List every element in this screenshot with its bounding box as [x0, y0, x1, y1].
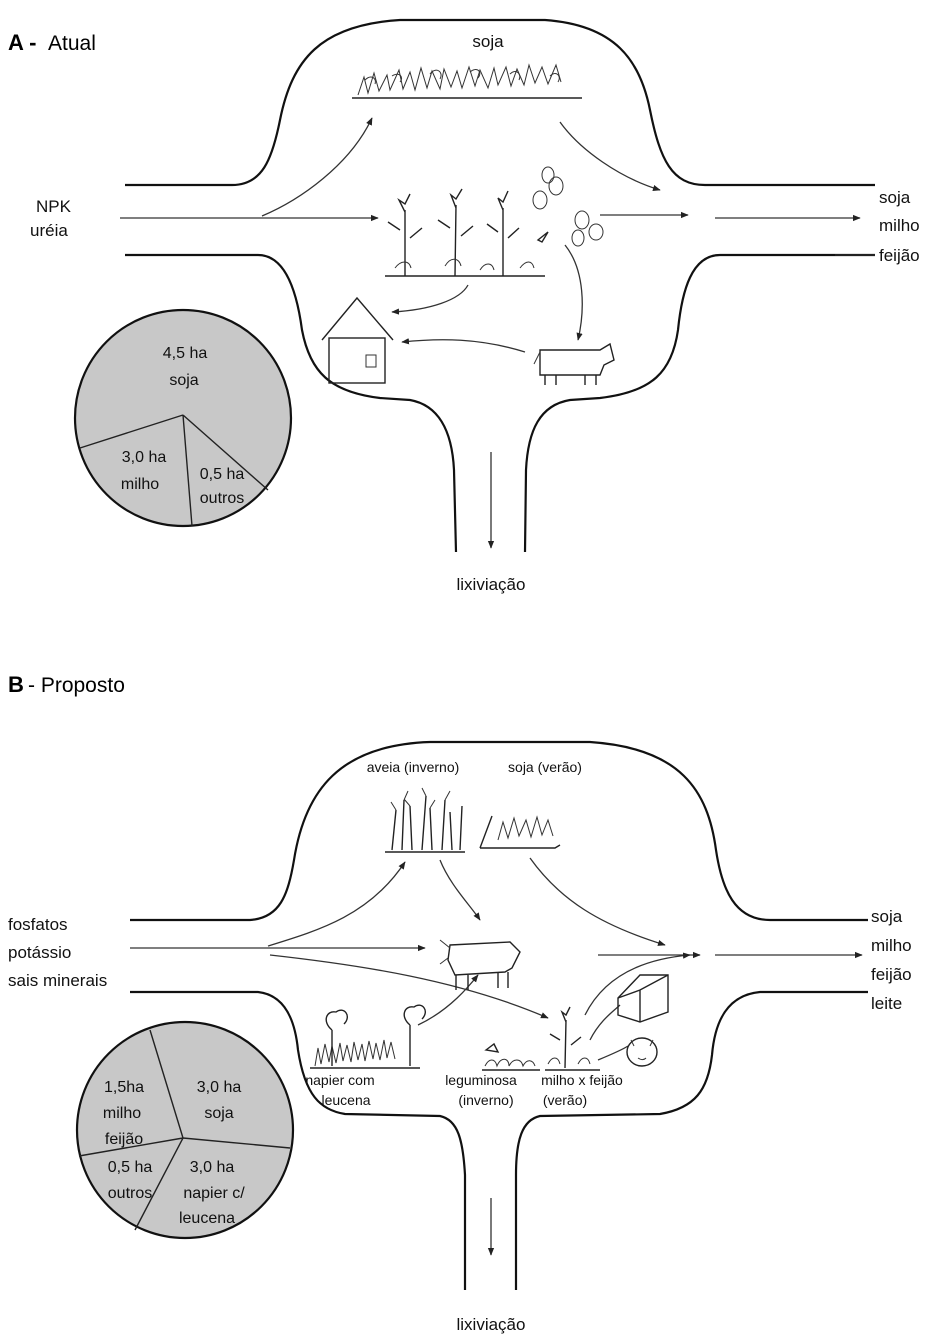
panel-b-output-milho: milho — [871, 936, 912, 955]
panel-a: A - Atual soja NPK uréia — [8, 18, 920, 594]
panel-b-output-feijao: feijão — [871, 965, 912, 984]
pie-a-milho-area: 3,0 ha — [122, 449, 167, 466]
corn-bean-field-illustration — [545, 1006, 600, 1071]
pie-b-dividers — [78, 1029, 291, 1231]
panel-a-leaching-label: lixiviação — [457, 575, 526, 594]
soybean-crop-b-illustration — [479, 815, 561, 849]
panel-a-top-label: soja — [472, 32, 504, 51]
panel-a-output-feijao: feijão — [879, 246, 920, 265]
panel-a-flow-arrows — [261, 117, 861, 549]
panel-a-title: Atual — [48, 32, 96, 55]
panel-b-system-outline — [130, 740, 868, 1290]
panel-b-flow-arrows — [267, 857, 863, 1256]
pie-a-outros-area: 0,5 ha — [200, 466, 245, 483]
pie-b-disc — [75, 1020, 295, 1240]
legume-field-illustration — [482, 1042, 540, 1071]
pie-b-outros-area: 0,5 ha — [108, 1159, 153, 1176]
pie-a-dividers — [79, 414, 269, 527]
pie-b-napier-area: 3,0 ha — [190, 1159, 235, 1176]
pie-b-napier-label: napier c/ — [183, 1185, 245, 1202]
corn-plants-illustration — [385, 188, 545, 277]
panel-a-output-milho: milho — [879, 216, 920, 235]
milho-feijao-label-2: (verão) — [543, 1092, 587, 1108]
pie-a-soja-label: soja — [169, 372, 198, 389]
panel-a-output-soja: soja — [879, 188, 911, 207]
pie-a-soja-area: 4,5 ha — [163, 345, 208, 362]
pie-b-soja-area: 3,0 ha — [197, 1079, 242, 1096]
napier-label-1: napier com — [305, 1072, 374, 1088]
cow-icon — [533, 342, 615, 385]
pie-b-soja-label: soja — [204, 1105, 233, 1122]
pie-a-outros-label: outros — [200, 490, 244, 507]
panel-b-top-label-soja: soja (verão) — [508, 759, 582, 775]
panel-b-title: - Proposto — [28, 674, 125, 697]
pie-b-milho-area: 1,5ha — [104, 1079, 144, 1096]
bean-seeds-illustration — [532, 166, 604, 247]
panel-b-input-potassio: potássio — [8, 943, 71, 962]
panel-a-input-ureia: uréia — [30, 221, 68, 240]
panel-a-letter: A - — [8, 30, 37, 55]
pie-a-milho-label: milho — [121, 476, 159, 493]
napier-leucena-field-illustration — [310, 1004, 426, 1069]
panel-b-top-label-aveia: aveia (inverno) — [367, 759, 460, 775]
pie-b-feijao-label: feijão — [105, 1131, 143, 1148]
panel-b-output-leite: leite — [871, 994, 902, 1013]
panel-b-input-fosfatos: fosfatos — [8, 915, 68, 934]
napier-label-2: leucena — [321, 1092, 370, 1108]
pig-icon — [626, 1037, 658, 1067]
cow-b-icon — [439, 939, 521, 990]
farm-house-icon — [321, 296, 394, 384]
panel-b-land-use-pie: 1,5ha milho feijão 3,0 ha soja 0,5 ha ou… — [75, 1020, 295, 1240]
leguminosa-label-1: leguminosa — [445, 1072, 517, 1088]
pie-b-leucena-label: leucena — [179, 1210, 235, 1227]
farm-house-b-icon — [617, 974, 669, 1023]
soybean-crop-illustration — [352, 63, 582, 99]
oat-crop-illustration — [385, 787, 465, 853]
leguminosa-label-2: (inverno) — [458, 1092, 513, 1108]
milho-feijao-label-1: milho x feijão — [541, 1072, 623, 1088]
panel-b-letter: B — [8, 672, 24, 697]
panel-b-input-sais: sais minerais — [8, 971, 107, 990]
panel-a-input-npk: NPK — [36, 197, 72, 216]
pie-b-milho-label: milho — [103, 1105, 141, 1122]
panel-b: B - Proposto aveia (inverno) soja (verão… — [8, 672, 912, 1334]
panel-a-land-use-pie: 4,5 ha soja 3,0 ha milho 0,5 ha outros — [73, 308, 293, 528]
panel-b-leaching-label: lixiviação — [457, 1315, 526, 1334]
panel-a-system-outline — [125, 18, 875, 553]
panel-b-output-soja: soja — [871, 907, 903, 926]
pie-b-outros-label: outros — [108, 1185, 152, 1202]
